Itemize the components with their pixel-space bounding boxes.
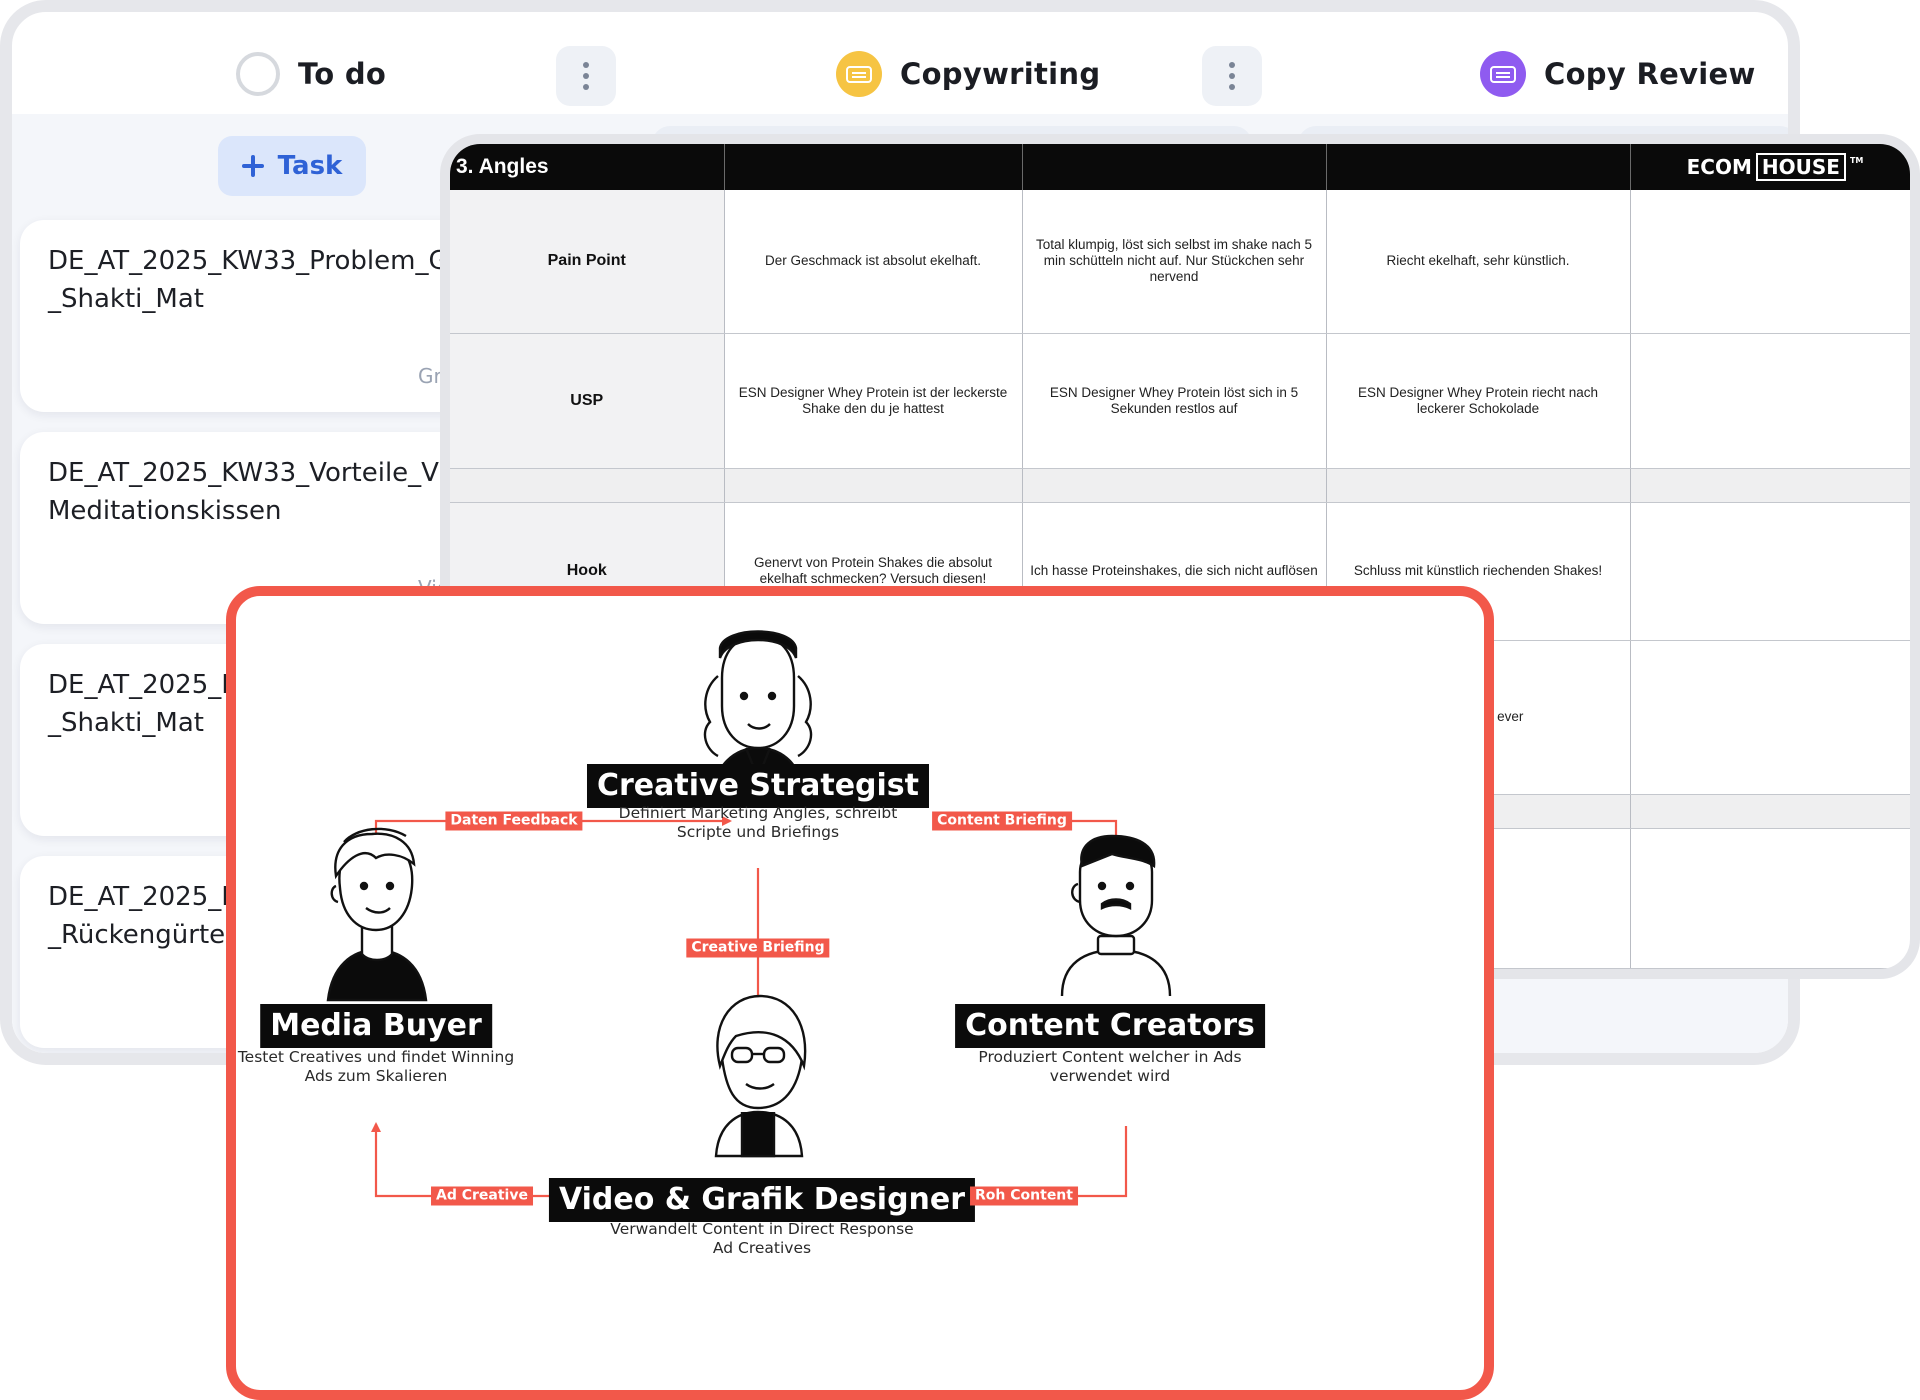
column-title: Copywriting — [900, 57, 1101, 91]
content-creators-title: Content Creators — [955, 1004, 1265, 1048]
logo-trademark: TM — [1849, 156, 1864, 165]
table-row: USP ESN Designer Whey Protein ist der le… — [450, 333, 1910, 469]
flow-label-daten-feedback: Daten Feedback — [445, 811, 583, 831]
content-creators-description: Produziert Content welcher in Ads verwen… — [978, 1048, 1242, 1085]
table-cell[interactable]: Total klumpig, löst sich selbst im shake… — [1022, 190, 1327, 334]
table-cell[interactable]: Der Geschmack ist absolut ekelhaft. — [724, 190, 1023, 334]
ecom-house-logo: ECOM HOUSE TM — [1630, 144, 1910, 190]
sheet-header-row: 3. Angles ECOM HOUSE TM — [450, 144, 1910, 190]
column-header-todo[interactable]: To do — [236, 42, 386, 106]
column-title: Copy Review — [1544, 57, 1756, 91]
designer-title: Video & Grafik Designer — [548, 1178, 976, 1222]
table-cell[interactable]: ESN Designer Whey Protein löst sich in 5… — [1022, 333, 1327, 469]
media-buyer-avatar — [326, 827, 428, 1002]
column-header-copy-review[interactable]: Copy Review — [1480, 42, 1756, 106]
table-cell[interactable]: Riecht ekelhaft, sehr künstlich. — [1326, 190, 1631, 334]
row-label: USP — [450, 333, 725, 469]
table-cell[interactable] — [1630, 502, 1910, 641]
more-vertical-icon — [1229, 62, 1235, 68]
column-header-copywriting[interactable]: Copywriting — [836, 42, 1100, 106]
table-separator-row — [450, 468, 1910, 503]
table-cell[interactable]: ESN Designer Whey Protein ist der lecker… — [724, 333, 1023, 469]
diagram-graphics — [326, 630, 1172, 1201]
task-title: DE_AT_2025_K _Rückengürtel — [48, 882, 239, 950]
keyboard-icon — [1480, 51, 1526, 97]
table-cell[interactable] — [1630, 640, 1910, 795]
creative-strategist-description: Definiert Marketing Angles, schreibt Scr… — [618, 804, 898, 841]
column-menu-button[interactable] — [1202, 46, 1262, 106]
team-workflow-diagram: Creative Strategist Definiert Marketing … — [226, 586, 1494, 1400]
task-title: DE_AT_2025_K _Shakti_Mat — [48, 670, 239, 738]
media-buyer-description: Testet Creatives und findet Winning Ads … — [237, 1048, 515, 1085]
content-creator-avatar — [1060, 834, 1172, 997]
flow-label-creative-briefing: Creative Briefing — [686, 938, 830, 958]
column-menu-button[interactable] — [556, 46, 616, 106]
table-row: Pain Point Der Geschmack ist absolut eke… — [450, 190, 1910, 334]
more-vertical-icon — [583, 62, 589, 68]
add-task-button[interactable]: Task — [218, 136, 366, 196]
add-task-label: Task — [277, 151, 343, 181]
table-cell[interactable] — [1630, 828, 1910, 969]
task-title: DE_AT_2025_KW33_Vorteile_Vid Meditations… — [48, 458, 463, 526]
logo-text: ECOM — [1686, 155, 1752, 179]
table-cell[interactable] — [1630, 190, 1910, 334]
row-label: Pain Point — [450, 190, 725, 334]
plus-icon — [241, 155, 264, 177]
table-cell[interactable] — [1630, 333, 1910, 469]
flow-label-roh-content: Roh Content — [970, 1186, 1078, 1206]
flow-label-content-briefing: Content Briefing — [932, 811, 1072, 831]
table-cell[interactable]: ESN Designer Whey Protein riecht nach le… — [1326, 333, 1631, 469]
media-buyer-title: Media Buyer — [260, 1004, 492, 1048]
task-title: DE_AT_2025_KW33_Problem_G _Shakti_Mat — [48, 246, 449, 314]
designer-description: Verwandelt Content in Direct Response Ad… — [610, 1220, 914, 1257]
sheet-title: 3. Angles — [450, 144, 725, 190]
keyboard-icon — [836, 51, 882, 97]
column-title: To do — [298, 57, 387, 91]
logo-boxed-text: HOUSE — [1755, 153, 1846, 181]
creative-strategist-title: Creative Strategist — [586, 764, 930, 808]
flow-label-ad-creative: Ad Creative — [431, 1186, 533, 1206]
designer-avatar — [714, 994, 807, 1158]
status-empty-circle-icon — [236, 52, 280, 96]
